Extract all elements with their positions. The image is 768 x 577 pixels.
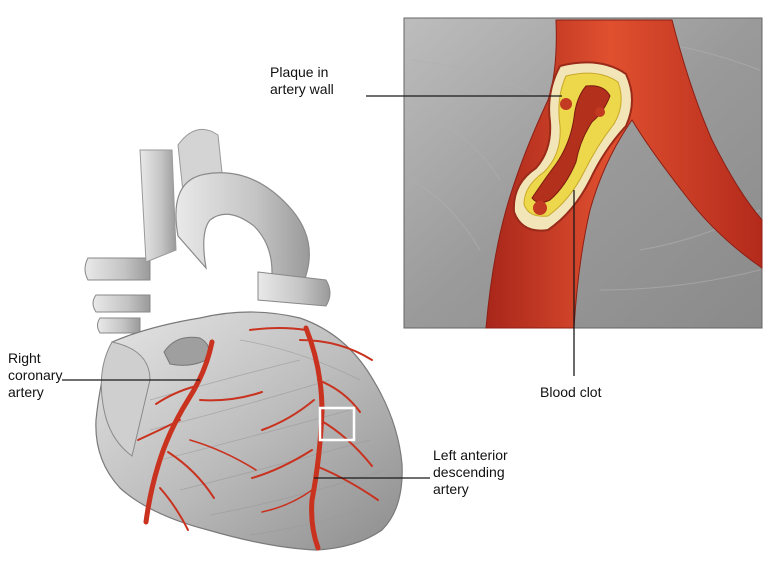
heart-body [95,311,403,551]
left-anterior-label-line-2: descending [433,464,505,480]
plaque-label-line-1: Plaque in [270,64,329,80]
pulmonary-artery-right [257,271,331,307]
clot-fragment [560,98,572,110]
pulmonary-vessel-lower [92,294,151,313]
aorta [175,172,310,293]
artery-inset [403,17,763,329]
left-anterior-descending-artery-label: Left anterior descending artery [433,447,508,498]
left-anterior-label-line-1: Left anterior [433,447,508,463]
plaque-label-line-2: artery wall [270,81,334,97]
pulmonary-vessel-bottom [97,317,141,334]
plaque-label: Plaque in artery wall [270,64,334,98]
blood-clot-label: Blood clot [540,384,601,401]
blood-clot-label-line-1: Blood clot [540,384,602,400]
magnified-region-box [318,406,356,442]
right-coronary-artery [137,339,263,531]
clot-fragment [595,107,605,117]
superior-vena-cava [139,149,177,263]
right-coronary-label-line-3: artery [8,384,44,400]
leader-lines [62,95,575,479]
muscle-texture [149,339,391,536]
inset-texture [409,39,761,291]
pulmonary-vessel-upper [84,257,151,281]
right-coronary-label-line-1: Right [8,350,41,366]
clot-fragment [533,201,547,215]
right-atrium [100,341,151,457]
right-coronary-artery-label: Right coronary artery [8,350,62,401]
right-coronary-label-line-2: coronary [8,367,63,383]
blood-clot [531,85,611,204]
heart-illustration [84,128,403,551]
left-anterior-label-line-3: artery [433,481,469,497]
